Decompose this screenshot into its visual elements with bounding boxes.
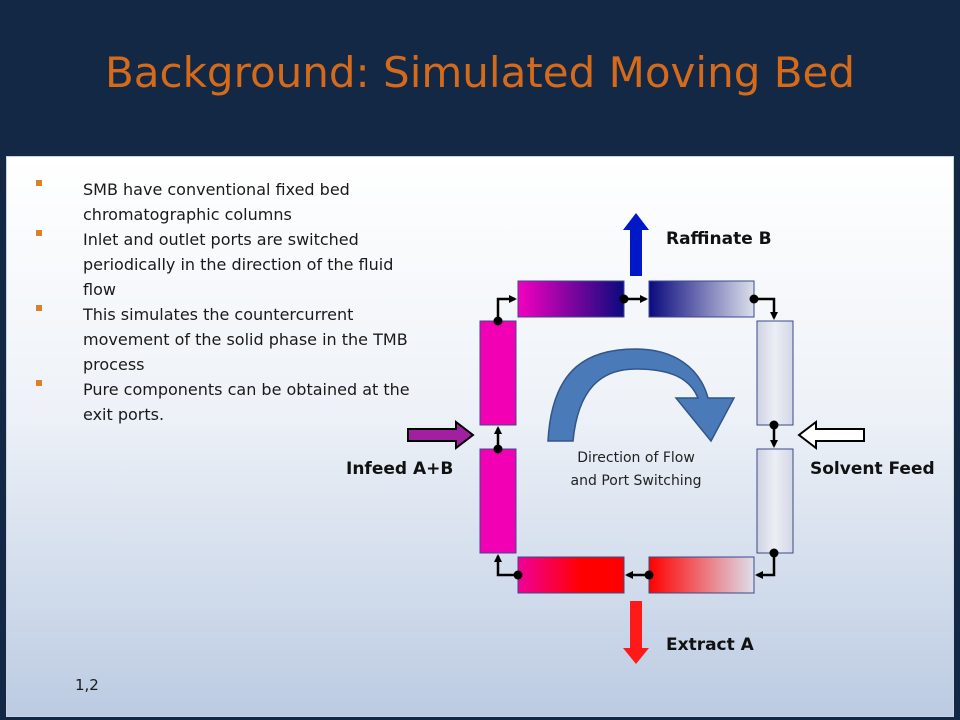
bullet-item: SMB have conventional fixed bed chromato… — [30, 177, 410, 227]
column-left-lower — [479, 448, 517, 554]
infeed-inlet-arrow — [407, 419, 475, 451]
solvent-inlet-arrow — [797, 419, 865, 451]
column-bottom-right — [648, 556, 755, 594]
bullet-item: Inlet and outlet ports are switched peri… — [30, 227, 410, 302]
column-right-lower — [756, 448, 794, 554]
bullet-item: This simulates the countercurrent moveme… — [30, 302, 410, 377]
bullet-text: Inlet and outlet ports are switched peri… — [83, 230, 394, 299]
curved-direction-arrow — [547, 348, 736, 443]
column-bottom-left — [517, 556, 625, 594]
direction-label-line2: and Port Switching — [571, 473, 702, 489]
footnote: 1,2 — [75, 676, 99, 694]
bullet-square-icon — [36, 380, 42, 386]
extract-outlet-arrow — [623, 601, 649, 664]
bullet-text: This simulates the countercurrent moveme… — [83, 305, 408, 374]
bullet-square-icon — [36, 230, 42, 236]
column-right-upper — [756, 320, 794, 426]
infeed-label: Infeed A+B — [346, 459, 453, 479]
bullet-text: Pure components can be obtained at the e… — [83, 380, 410, 424]
bullet-list: SMB have conventional fixed bed chromato… — [30, 177, 410, 427]
content-panel — [6, 156, 954, 717]
bullet-text: SMB have conventional fixed bed chromato… — [83, 180, 350, 224]
column-top-right — [648, 280, 755, 318]
bullet-square-icon — [36, 180, 42, 186]
bullet-square-icon — [36, 305, 42, 311]
bullet-item: Pure components can be obtained at the e… — [30, 377, 410, 427]
extract-label: Extract A — [666, 635, 755, 655]
solvent-feed-label: Solvent Feed — [810, 459, 935, 479]
raffinate-label: Raffinate B — [666, 229, 772, 249]
column-left-upper — [479, 320, 517, 426]
port-dots — [493, 294, 779, 580]
direction-label-line1: Direction of Flow — [577, 450, 695, 466]
column-top-left — [517, 280, 625, 318]
flow-connectors — [494, 295, 778, 579]
raffinate-outlet-arrow — [623, 213, 649, 276]
slide-title: Background: Simulated Moving Bed — [104, 48, 856, 97]
